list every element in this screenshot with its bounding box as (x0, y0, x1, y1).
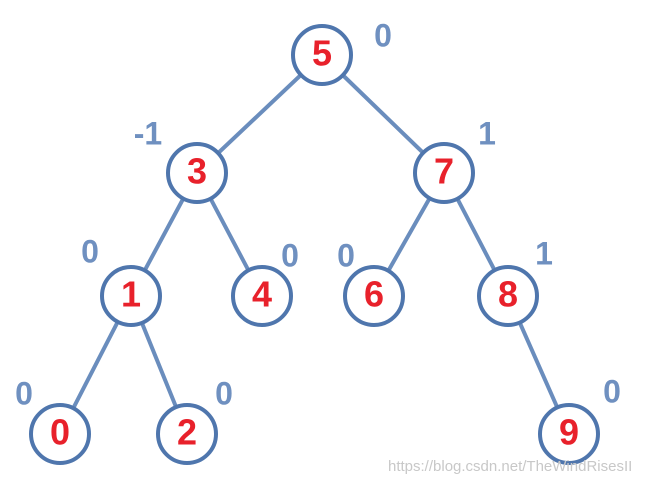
balance-factor-6: 0 (337, 237, 355, 273)
tree-node-0: 0 (29, 403, 91, 465)
node-circle-8 (477, 265, 539, 327)
balance-factor-5: 0 (374, 17, 392, 53)
node-circle-0 (29, 403, 91, 465)
balance-factor-8: 1 (535, 235, 553, 271)
node-value-5: 5 (312, 33, 332, 74)
tree-node-5: 5 (291, 24, 353, 86)
node-value-4: 4 (252, 274, 272, 315)
node-value-8: 8 (498, 274, 518, 315)
node-value-1: 1 (121, 274, 141, 315)
tree-node-2: 2 (156, 403, 218, 465)
balance-factor-2: 0 (215, 375, 233, 411)
node-circle-6 (343, 265, 405, 327)
node-circle-7 (413, 142, 475, 204)
tree-node-4: 4 (231, 265, 293, 327)
tree-node-8: 8 (477, 265, 539, 327)
tree-node-1: 1 (100, 265, 162, 327)
tree-node-3: 3 (166, 142, 228, 204)
node-value-6: 6 (364, 274, 384, 315)
node-circle-5 (291, 24, 353, 86)
tree-node-9: 9 (538, 403, 600, 465)
balance-factor-4: 0 (281, 237, 299, 273)
node-value-3: 3 (187, 151, 207, 192)
node-value-2: 2 (177, 412, 197, 453)
balance-factor-0: 0 (15, 375, 33, 411)
balance-factor-9: 0 (603, 373, 621, 409)
node-value-9: 9 (559, 412, 579, 453)
node-circle-2 (156, 403, 218, 465)
balance-factor-3: -1 (134, 115, 162, 151)
watermark-text: https://blog.csdn.net/TheWindRisesII (388, 458, 633, 475)
edges-layer (58, 53, 571, 436)
tree-node-6: 6 (343, 265, 405, 327)
balance-factor-7: 1 (478, 115, 496, 151)
tree-node-7: 7 (413, 142, 475, 204)
node-circle-3 (166, 142, 228, 204)
node-value-7: 7 (434, 151, 454, 192)
node-circle-9 (538, 403, 600, 465)
node-circle-1 (100, 265, 162, 327)
node-value-0: 0 (50, 412, 70, 453)
balance-factor-1: 0 (81, 233, 99, 269)
node-circle-4 (231, 265, 293, 327)
